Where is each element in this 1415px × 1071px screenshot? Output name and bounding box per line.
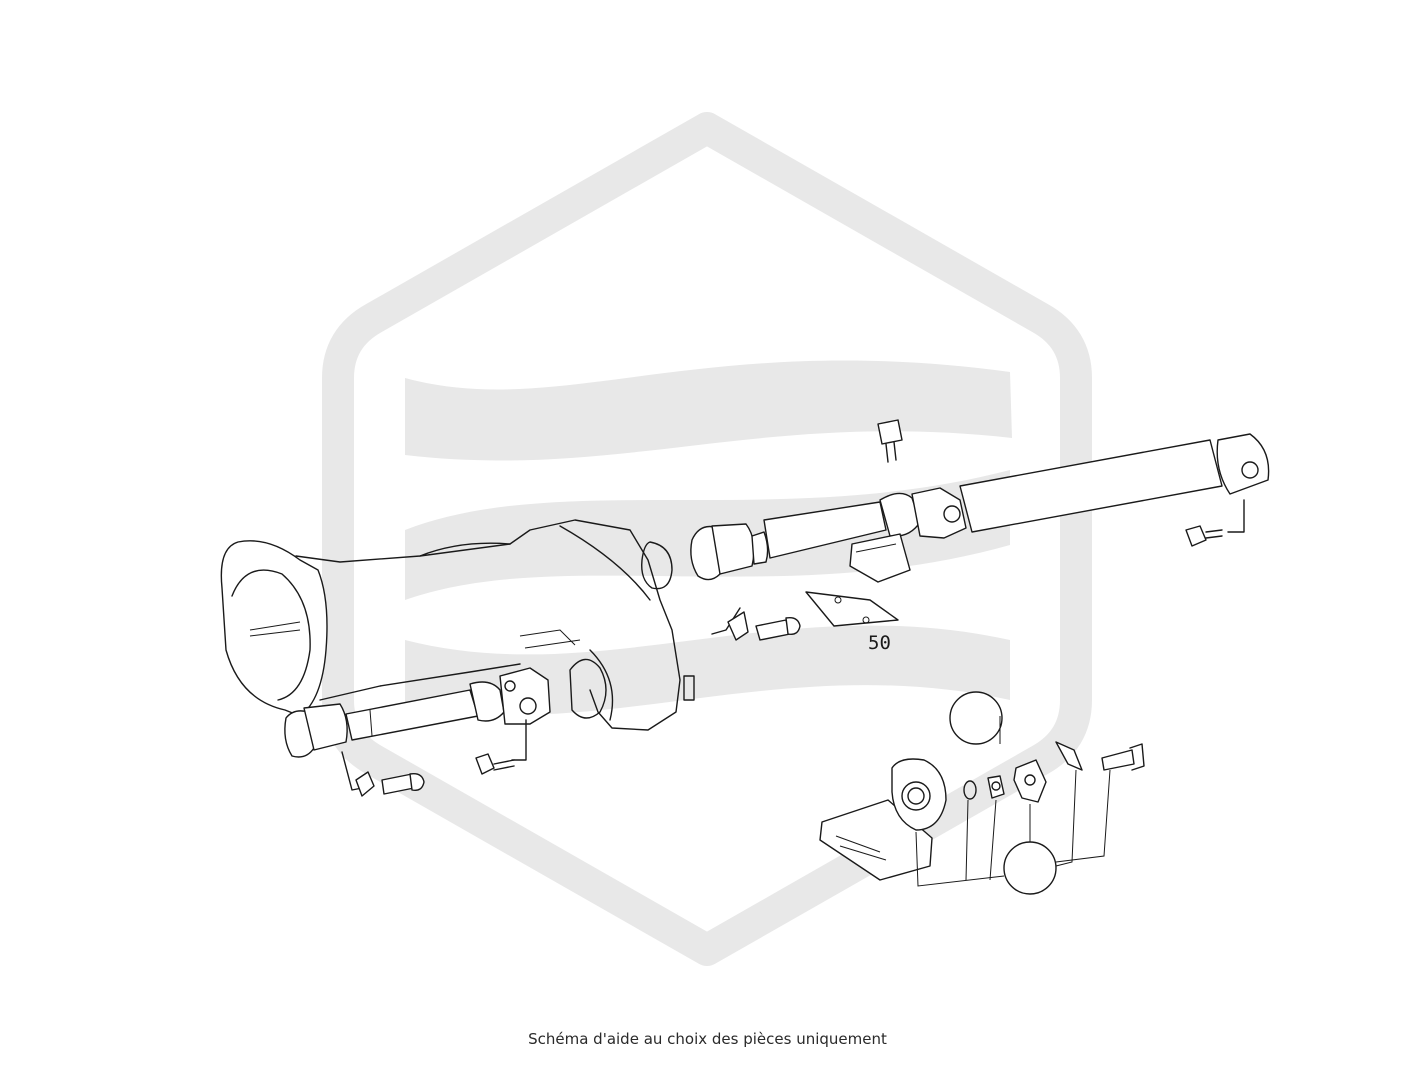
rear-propshaft (690, 433, 1270, 583)
front-hardware (341, 719, 527, 797)
callout-50: 50 (868, 632, 891, 654)
callout-circle-top (949, 691, 1003, 745)
callout-circle-bottom (1003, 841, 1057, 895)
watermark-wave-top (405, 360, 1012, 461)
rear-hardware (711, 419, 1245, 641)
front-propshaft (284, 667, 551, 758)
caption: Schéma d'aide au choix des pièces unique… (528, 1030, 887, 1048)
center-bearing-detail (819, 691, 1145, 895)
gearbox-housing (220, 519, 695, 731)
watermark-wave-bottom (405, 625, 1010, 716)
watermark-hexagon (322, 112, 1092, 966)
